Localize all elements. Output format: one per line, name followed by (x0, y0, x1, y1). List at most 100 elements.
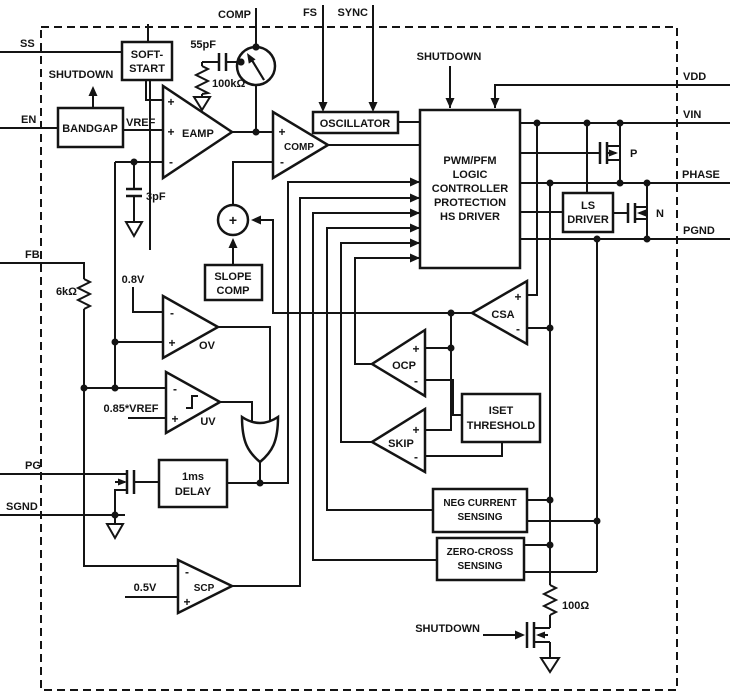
uv-minus: - (173, 382, 177, 396)
block-zero-cross-sensing: ZERO-CROSS SENSING (435, 536, 526, 582)
pfet-label: P (630, 148, 637, 160)
pwm-label: HS DRIVER (440, 211, 500, 223)
uv-comparator: - + UV (164, 369, 223, 436)
ocp-comparator: + - OCP (369, 327, 427, 399)
cap-55pf-label: 55pF (190, 39, 216, 51)
res-100-label: 100Ω (562, 600, 589, 612)
delay-label: DELAY (175, 486, 212, 498)
block-pwm-controller: PWM/PFM LOGIC CONTROLLER PROTECTION HS D… (418, 108, 522, 270)
resistor-6k (75, 278, 93, 310)
summing-junction: + (216, 203, 250, 237)
pwm-label: PROTECTION (434, 197, 506, 209)
ground-icon (539, 657, 561, 674)
shutdown-left-label: SHUTDOWN (49, 69, 114, 81)
res-6k-label: 6kΩ (56, 286, 77, 298)
pin-ss: SS (20, 38, 35, 50)
ground-icon (124, 221, 144, 239)
cap-3pf-label: 3pF (146, 191, 166, 203)
eamp-plus: + (167, 95, 174, 109)
eamp-label: EAMP (182, 128, 214, 140)
soft-start-label: START (129, 63, 165, 75)
comp-plus: + (278, 125, 285, 139)
slope-comp-label: COMP (217, 285, 250, 297)
ocp-label: OCP (392, 360, 416, 372)
comp-minus: - (280, 155, 284, 169)
ov-minus: - (170, 306, 174, 320)
res-100k-label: 100kΩ (212, 78, 245, 90)
pin-labels: SS EN FB PG SGND COMP FS SYNC VDD VIN PH… (6, 7, 720, 513)
ov-plus: + (168, 336, 175, 350)
zero-cross-label: SENSING (457, 561, 502, 572)
pg-mosfet (125, 470, 136, 494)
skip-plus: + (412, 423, 419, 437)
ls-driver-label: LS (581, 200, 595, 212)
comp-label: COMP (284, 142, 314, 153)
pwm-label: PWM/PFM (443, 155, 496, 167)
soft-start-label: SOFT- (131, 49, 164, 61)
block-soft-start: SOFT- START (120, 40, 174, 82)
scp-minus: - (185, 565, 189, 579)
ground-icon (105, 523, 125, 541)
uv-plus: + (171, 412, 178, 426)
lowside-n-mosfet (626, 203, 637, 223)
pwm-label: LOGIC (453, 169, 488, 181)
block-ls-driver: LS DRIVER (561, 191, 615, 234)
eamp: + + - EAMP (161, 83, 235, 181)
ground-icon (192, 96, 212, 112)
ref-0v5-label: 0.5V (134, 582, 157, 594)
neg-current-label: NEG CURRENT (443, 498, 516, 509)
ov-label: OV (199, 340, 216, 352)
block-slope-comp: SLOPE COMP (203, 263, 264, 302)
scp-plus: + (183, 595, 190, 609)
pin-en: EN (21, 114, 36, 126)
ocp-minus: - (414, 374, 418, 388)
ref-085vref-label: 0.85*VREF (103, 403, 158, 415)
components (75, 43, 637, 648)
pin-vdd: VDD (683, 71, 706, 83)
block-1ms-delay: 1ms DELAY (157, 458, 229, 509)
or-gate (240, 414, 280, 464)
uv-label: UV (200, 416, 216, 428)
pin-vin: VIN (683, 109, 701, 121)
pin-comp: COMP (218, 9, 251, 21)
capacitor-55pf (217, 53, 228, 71)
arrowheads (88, 53, 646, 640)
pin-fs: FS (303, 7, 317, 19)
ic-boundary (40, 26, 678, 691)
scp-comparator: - + SCP (176, 558, 235, 616)
eamp-plus: + (167, 125, 174, 139)
ground-symbols (105, 96, 561, 674)
bandgap-label: BANDGAP (62, 123, 118, 135)
net-labels: SHUTDOWN SHUTDOWN SHUTDOWN VREF 55pF 100… (49, 39, 664, 635)
capacitor-3pf (126, 187, 142, 198)
csa-plus: + (514, 290, 521, 304)
scp-label: SCP (194, 583, 215, 594)
neg-current-label: SENSING (457, 512, 502, 523)
hysteresis-icon (186, 395, 198, 409)
ov-comparator: - + OV (161, 293, 221, 361)
csa-amplifier: + - CSA (469, 278, 529, 347)
eamp-minus: - (169, 155, 173, 169)
resistor-100 (541, 584, 559, 616)
skip-minus: - (414, 450, 418, 464)
pin-sync: SYNC (337, 7, 368, 19)
nfet-label: N (656, 208, 664, 220)
iset-label: ISET (489, 405, 514, 417)
skip-label: SKIP (388, 438, 414, 450)
pwm-comparator: + - COMP (271, 109, 331, 181)
shutdown-bottom-label: SHUTDOWN (415, 623, 480, 635)
block-neg-current-sensing: NEG CURRENT SENSING (431, 487, 529, 534)
highside-p-mosfet (598, 142, 609, 164)
iset-label: THRESHOLD (467, 420, 536, 432)
resistor-100k (193, 65, 212, 95)
csa-label: CSA (491, 309, 514, 321)
pin-pg: PG (25, 460, 41, 472)
pwm-label: CONTROLLER (432, 183, 508, 195)
wiring (0, 5, 730, 658)
pin-sgnd: SGND (6, 501, 38, 513)
pin-phase: PHASE (682, 169, 720, 181)
sum-plus: + (229, 212, 237, 228)
zero-cross-label: ZERO-CROSS (447, 547, 514, 558)
slope-comp-label: SLOPE (214, 271, 251, 283)
